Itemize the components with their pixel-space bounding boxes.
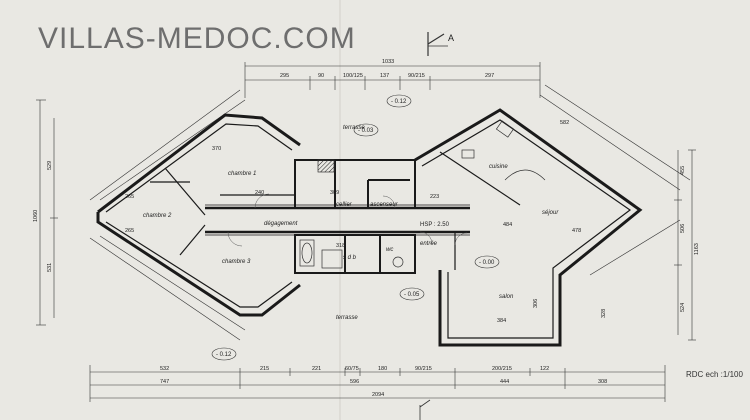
dim-sejour-diagonal: 484: [503, 222, 512, 228]
right-wing-inner-walls: [421, 119, 632, 339]
dim-bottom-9: 747: [160, 379, 169, 385]
dim-bottom-1: 532: [160, 366, 169, 372]
room-label-ascenseur: ascenseur: [370, 202, 399, 208]
dim-top-b: 90: [318, 73, 324, 79]
room-label-salon: salon: [499, 294, 514, 300]
dim-left-a: 1060: [33, 210, 39, 222]
dim-entree-width: 318: [336, 243, 345, 249]
dim-bottom-11: 444: [500, 379, 509, 385]
dim-hall-b: 309: [330, 190, 339, 196]
room-label-entree: entrée: [420, 241, 438, 247]
north-arrow-letter: A: [448, 33, 454, 43]
kitchen-fixtures: [461, 120, 546, 181]
dim-salon-height-2: 328: [601, 309, 607, 318]
left-wing-inner-walls: [105, 123, 295, 308]
dim-cellier-width: 223: [430, 194, 439, 200]
bathroom-fixtures: [299, 159, 404, 269]
dim-top-f: 297: [485, 73, 494, 79]
dim-bottom-12: 308: [598, 379, 607, 385]
right-wing-walls: [414, 108, 643, 347]
dim-bottom-2: 215: [260, 366, 269, 372]
dim-chambre1-width: 370: [212, 146, 221, 152]
dim-bottom-7: 200/215: [492, 366, 512, 372]
dim-bottom-8: 122: [540, 366, 549, 372]
room-label-chambre-1: chambre 1: [228, 171, 256, 177]
scale-note: RDC ech :1/100: [686, 370, 743, 379]
dim-right-a: 1163: [694, 243, 700, 255]
level-marker-3: - 0.00: [479, 260, 495, 266]
level-marker-1: - 0.12: [391, 99, 407, 105]
dim-chambre2-b: 265: [125, 228, 134, 234]
left-dimensions: [36, 99, 58, 326]
dim-top-overall: 1033: [382, 59, 394, 65]
dim-left-b: 529: [47, 161, 53, 170]
dim-right-c: 506: [680, 224, 686, 233]
dim-bottom-3: 221: [312, 366, 321, 372]
dim-kitchen-diagonal: 582: [560, 120, 569, 126]
dim-top-d: 137: [380, 73, 389, 79]
north-mark-bottom: [419, 399, 431, 420]
dim-left-c: 531: [47, 263, 53, 272]
room-label-wc: wc: [386, 247, 393, 253]
dim-hall-a: 240: [255, 190, 264, 196]
door-swings: [227, 193, 468, 247]
room-label-sdb: s d b: [343, 255, 357, 261]
dim-right-b: 455: [680, 166, 686, 175]
level-markers: [211, 94, 500, 361]
corridor-thin: [205, 204, 470, 236]
dim-salon-width: 384: [497, 318, 506, 324]
room-label-cellier: cellier: [336, 202, 353, 208]
dim-top-c: 100/125: [343, 73, 363, 79]
ceiling-height-label: HSP : 2.50: [420, 222, 450, 228]
level-marker-4: - 0.05: [404, 292, 420, 298]
core-walls: [294, 159, 416, 274]
watermark: VILLAS-MEDOC.COM: [38, 22, 356, 55]
dim-salon-height: 306: [533, 299, 539, 308]
bottom-dimensions: [89, 365, 666, 402]
room-label-chambre-3: chambre 3: [222, 259, 251, 265]
room-label-sejour: séjour: [542, 210, 559, 216]
dim-bottom-5: 180: [378, 366, 387, 372]
left-wing-walls: [96, 113, 301, 317]
room-label-terrasse-bottom: terrasse: [336, 315, 358, 321]
dim-top-e: 90/215: [408, 73, 425, 79]
room-label-terrasse-top: terrasse: [343, 125, 365, 131]
dim-bottom-10: 596: [350, 379, 359, 385]
corridor-walls: [205, 206, 470, 234]
room-label-degagement: dégagement: [264, 221, 298, 227]
dim-top-a: 295: [280, 73, 289, 79]
dim-chambre2-a: 265: [125, 194, 134, 200]
diagonal-dimensions: [89, 84, 691, 341]
dim-sejour-right: 478: [572, 228, 581, 234]
north-arrow-icon: A: [427, 32, 454, 56]
top-dimensions: [244, 62, 541, 98]
room-label-cuisine: cuisine: [489, 164, 508, 170]
dim-bottom-6: 90/215: [415, 366, 432, 372]
level-marker-5: - 0.12: [216, 352, 232, 358]
dim-bottom-overall: 2094: [372, 392, 384, 398]
dim-right-d: 524: [680, 303, 686, 312]
right-dimensions: [674, 149, 696, 341]
dim-bottom-4: 60/75: [345, 366, 359, 372]
room-label-chambre-2: chambre 2: [143, 213, 172, 219]
level-marker-2: - 0.03: [358, 128, 374, 134]
